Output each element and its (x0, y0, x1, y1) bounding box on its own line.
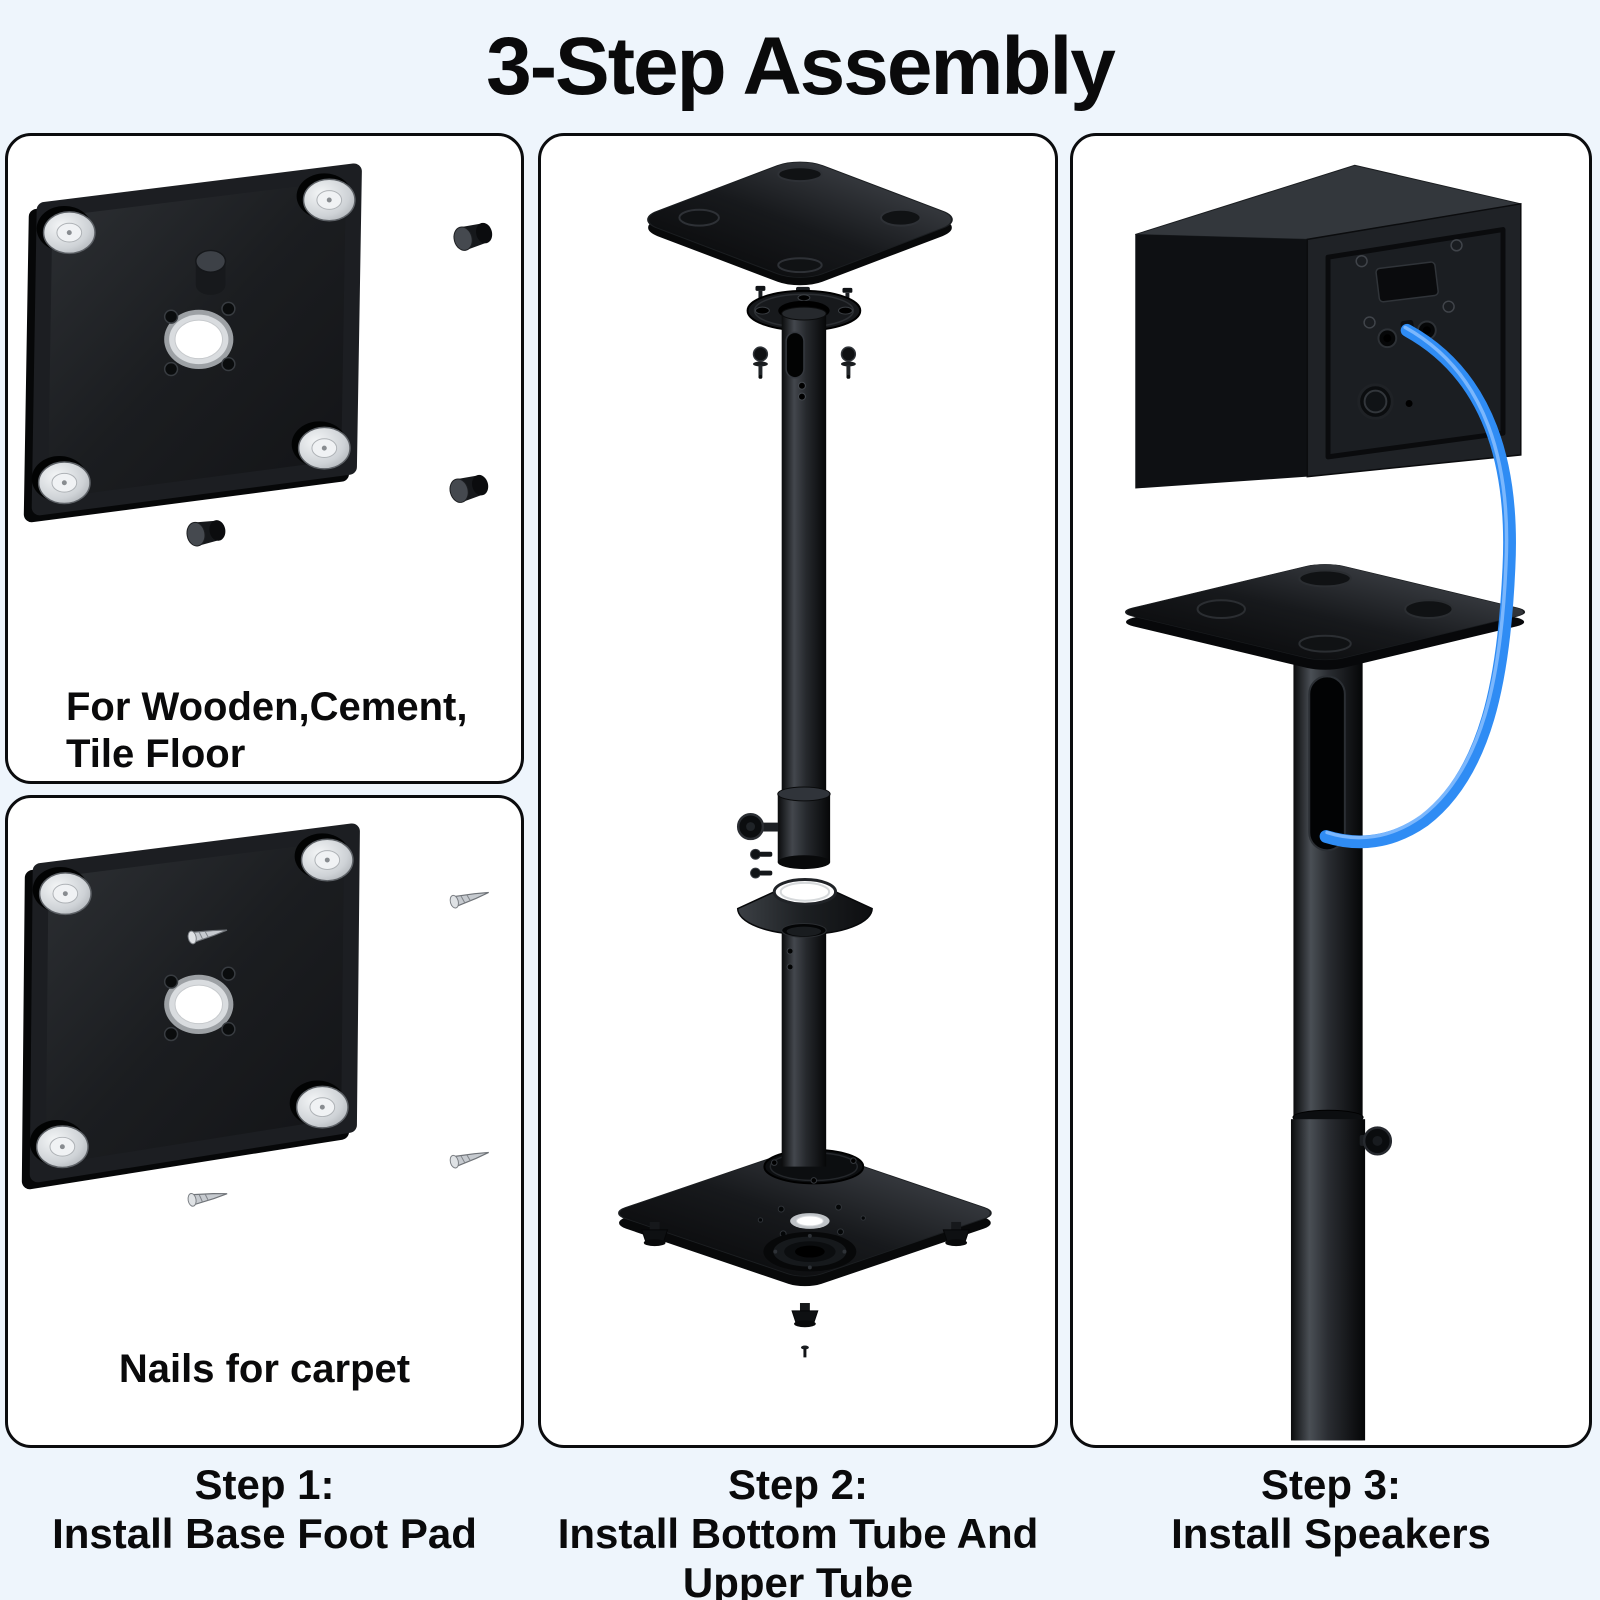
step-2-line2: Upper Tube (682, 1559, 914, 1600)
speaker-cable (1319, 323, 1516, 849)
step-1-title: Step 1: (194, 1461, 335, 1508)
speaker-side-face (1135, 234, 1308, 489)
small-screws (750, 848, 773, 879)
cone-cover (736, 877, 873, 936)
loose-rubber-foot-pads (186, 222, 493, 547)
base-plate (23, 163, 362, 523)
adjustment-knob (736, 812, 779, 841)
speaker (1135, 164, 1522, 489)
top-plate (647, 161, 953, 286)
leveling-feet (641, 1221, 970, 1358)
wooden-floor-label: For Wooden,Cement, Tile Floor (66, 684, 467, 778)
speaker-button (1357, 383, 1394, 420)
plate-screws (163, 966, 236, 1042)
step-2-line1: Install Bottom Tube And (557, 1510, 1039, 1557)
speaker-pinhole (1405, 400, 1413, 407)
step-2-title: Step 2: (727, 1461, 869, 1508)
thumb-screws (752, 346, 857, 379)
step-2-caption: Step 2: Install Bottom Tube And Upper Tu… (538, 1460, 1058, 1600)
bottom-tube (781, 922, 827, 1167)
lock-collar (736, 786, 831, 870)
adjustment-knob (1359, 1126, 1393, 1156)
wooden-floor-label-line1: For Wooden,Cement, (66, 685, 468, 729)
panel-tube-assembly (538, 133, 1058, 1448)
step-3-line1: Install Speakers (1171, 1510, 1491, 1557)
rubber-foot-pad-installed (29, 833, 354, 1169)
carpet-spike-nails (187, 891, 489, 1207)
center-mount-hole (164, 974, 234, 1035)
wooden-floor-label-line2: Tile Floor (66, 732, 246, 776)
page-title: 3-Step Assembly (486, 21, 1116, 112)
center-mount-hole (164, 309, 234, 370)
upper-tube (781, 306, 827, 793)
exploded-stand-tube-assembly-icon (618, 161, 992, 1358)
foot-screw (800, 1345, 809, 1358)
stand-top-plate (1125, 564, 1526, 670)
base-plate-with-carpet-spike-nails-icon (21, 823, 489, 1207)
speaker-port (1375, 261, 1439, 303)
tube-details (1290, 675, 1393, 1441)
step-3-title: Step 3: (1260, 1461, 1402, 1508)
step-1-line1: Install Base Foot Pad (52, 1510, 477, 1557)
step-3-caption: Step 3: Install Speakers (1070, 1460, 1592, 1558)
rubber-ring-mount (763, 1231, 857, 1272)
carpet-label: Nails for carpet (118, 1347, 411, 1391)
cable-slot (1308, 675, 1346, 852)
step-1-caption: Step 1: Install Base Foot Pad (5, 1460, 524, 1558)
plate-screws (163, 301, 236, 377)
panel-wooden-floor: For Wooden,Cement, Tile Floor (5, 133, 524, 784)
base-plate (618, 1148, 992, 1287)
speaker-mounted-on-stand-icon (1125, 164, 1526, 1441)
rubber-pad-standing (195, 249, 227, 295)
panel-carpet: Nails for carpet (5, 795, 524, 1448)
base-plate-details (757, 1203, 866, 1272)
panel-speaker-install (1070, 133, 1592, 1448)
speaker-screws (1355, 239, 1463, 329)
base-plate-with-rubber-foot-pads-icon (23, 163, 493, 547)
cable-slot (785, 331, 805, 379)
rubber-foot-pad-installed (31, 173, 356, 505)
